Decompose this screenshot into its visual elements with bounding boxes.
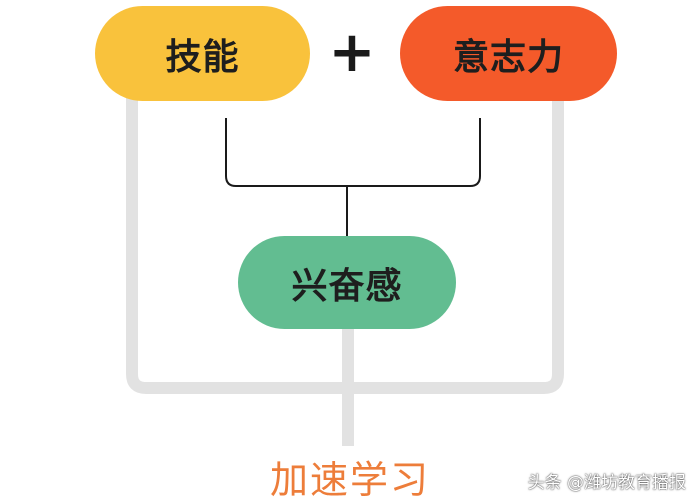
willpower-label: 意志力	[452, 36, 564, 78]
watermark: 头条 @潍坊教育播报	[527, 472, 686, 493]
plus-operator: +	[328, 19, 376, 85]
result-label: 加速学习	[269, 457, 430, 502]
skill-node: 技能	[95, 6, 310, 101]
inner-bracket	[225, 118, 481, 187]
excitement-node: 兴奋感	[238, 236, 456, 329]
skill-label: 技能	[165, 36, 240, 78]
excitement-label: 兴奋感	[291, 265, 403, 307]
willpower-node: 意志力	[400, 6, 617, 101]
